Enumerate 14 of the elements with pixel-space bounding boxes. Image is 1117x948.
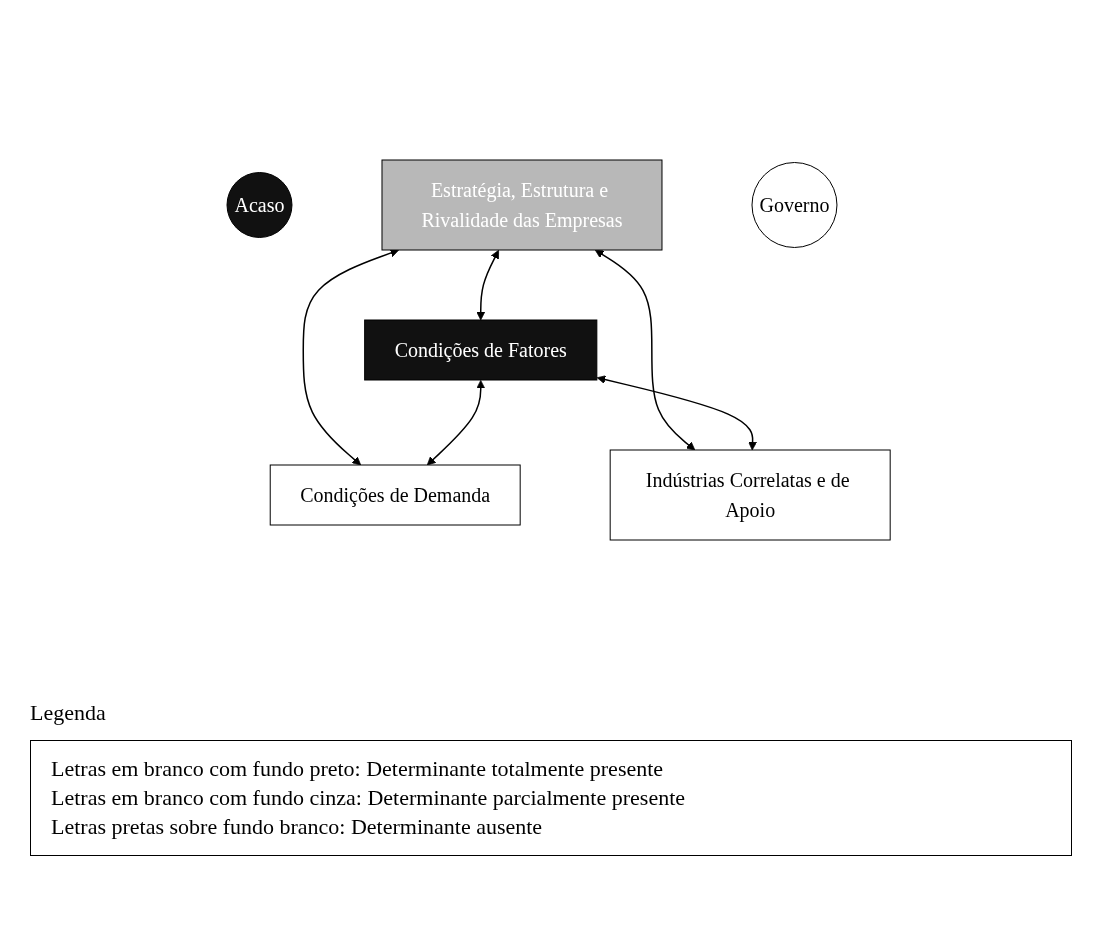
node-circle: Governo <box>751 162 838 248</box>
arrow <box>476 249 499 321</box>
node-box: Indústrias Correlatas e de Apoio <box>609 449 891 541</box>
legend-heading: Legenda <box>30 700 107 726</box>
legend-text: Letras em branco com fundo cinza: Determinante parcialmente presente <box>51 785 687 811</box>
node-box: Condições de Fatores <box>364 319 598 381</box>
arrow <box>426 380 486 466</box>
node-box: Estratégia, Estrutura e Rivalidade das Empresas <box>381 159 663 251</box>
node-box: Condições de Demanda <box>269 464 521 526</box>
arrow <box>594 249 696 451</box>
legend-text: Letras pretas sobre fundo branco: Determinante ausente <box>51 814 544 840</box>
node-circle: Acaso <box>226 172 293 238</box>
legend-text: Letras em branco com fundo preto: Determinante totalmente presente <box>51 756 665 782</box>
arrow <box>596 375 757 451</box>
